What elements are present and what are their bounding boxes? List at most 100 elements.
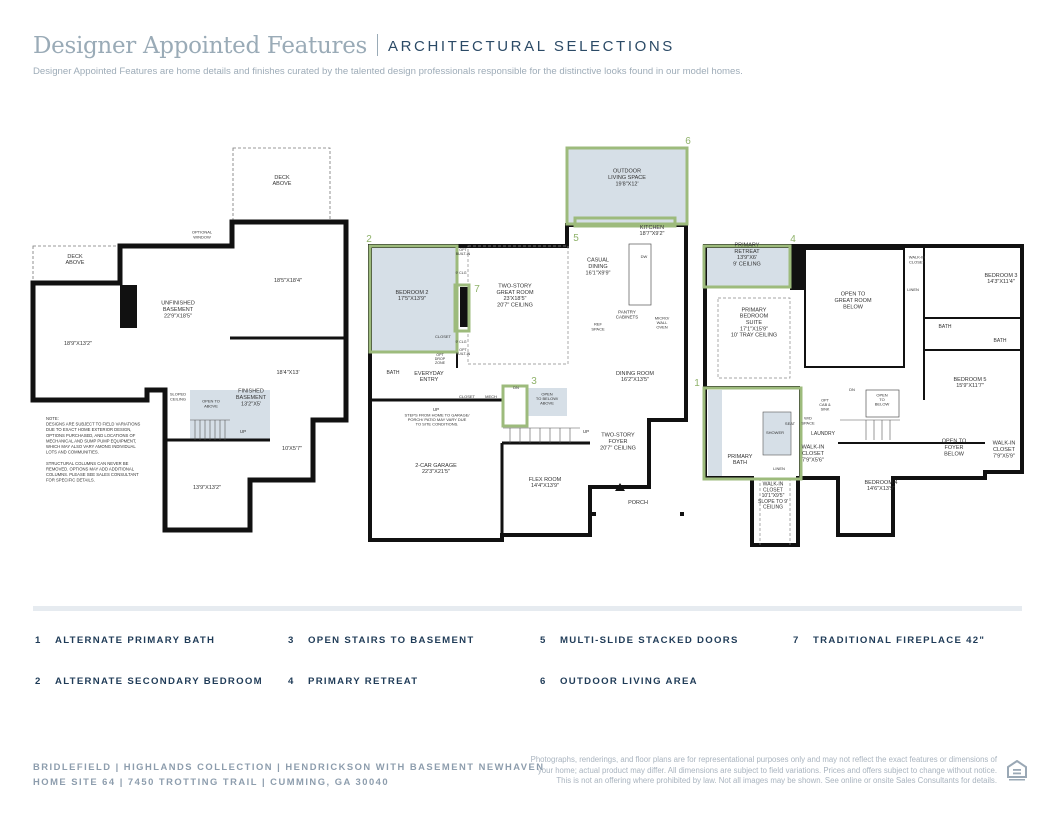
room-label-linen-2: LINEN (773, 466, 785, 471)
room-label-line: LIVING SPACE (608, 175, 646, 181)
note-line: FOR SPECIFIC DETAILS. (46, 478, 95, 483)
footer-address: BRIDLEFIELD | HIGHLANDS COLLECTION | HEN… (33, 759, 545, 789)
room-label-line: OPTIONAL (192, 230, 213, 235)
room-label-line: DINING ROOM (616, 371, 654, 377)
note-line: MECHANICAL AND SUMP PUMP EQUIPMENT, (46, 438, 136, 443)
room-label-line: GREAT ROOM (496, 290, 533, 296)
room-label-up-main-1: UP (433, 407, 439, 412)
room-label-line: CLOSET (459, 394, 476, 399)
room-label-line: SPACE (801, 420, 815, 425)
room-label-line: DW (641, 254, 648, 259)
room-label-line: BASEMENT (163, 307, 194, 313)
room-label-b-up: UP (240, 429, 246, 434)
room-label-line: OPT (821, 399, 829, 403)
room-label-line: 7'9"X5'6" (802, 457, 824, 463)
option-marker: 5 (573, 233, 579, 244)
room-label-line: 9' CLG (455, 340, 466, 344)
room-label-line: SINK (821, 407, 830, 411)
page-subtitle: ARCHITECTURAL SELECTIONS (388, 38, 675, 55)
page-title: Designer Appointed Features (33, 33, 368, 59)
note-line: STRUCTURAL COLUMNS CAN NEVER BE (46, 461, 129, 466)
room-label-line: 15'9"X11'7" (956, 383, 984, 389)
legend-number: 7 (793, 635, 800, 646)
room-label-garage-steps: STEPS FROM HOME TO GARAGE/PORCH/ PATIO M… (405, 412, 471, 426)
room-label-line: CLOSET (909, 259, 926, 264)
basement-plan (30, 147, 349, 533)
note-line: COLUMNS. PLEASE SEE SALES CONSULTANT (46, 472, 139, 477)
room-label-line: TO BELOW/ (536, 396, 559, 401)
room-label-line: 9' CEILING (733, 261, 761, 267)
room-label-line: PRIMARY (735, 243, 760, 249)
option-marker: 3 (531, 376, 537, 387)
room-label-b-room-e: 13'9"X13'2" (193, 485, 221, 491)
room-label-dw: DW (641, 254, 648, 259)
room-label-line: 9' CLG (455, 271, 466, 275)
upper-floor-plan (703, 244, 1024, 547)
room-label-line: WALK-IN (909, 255, 926, 260)
disclaimer-line: your home; actual product may differ. Al… (537, 765, 997, 775)
room-label-line: DROP (435, 357, 446, 361)
room-label-line: 14'6"X13'9" (867, 486, 895, 492)
note-line: DUE TO EXACT HOME EXTERIOR DESIGN, (46, 427, 131, 432)
room-label-line: KITCHEN (640, 225, 664, 231)
room-label-line: UP (433, 407, 439, 412)
room-label-line: 18'5"X18'4" (274, 278, 302, 284)
room-label-seat: SEAT (785, 421, 796, 426)
room-label-line: 10' TRAY CEILING (731, 333, 777, 339)
room-label-line: WINDOW (193, 234, 211, 239)
room-label-line: BEDROOM 5 (953, 377, 986, 383)
room-label-b-room-a: 18'5"X18'4" (274, 278, 302, 284)
disclaimer-line: This is not an offering where prohibited… (556, 776, 997, 785)
room-label-line: OPEN (876, 392, 887, 397)
title-divider (377, 34, 379, 56)
room-label-line: FOYER (945, 445, 964, 451)
room-label-line: 17'5"X13'9" (398, 296, 426, 302)
room-label-line: WALL (657, 320, 669, 325)
option-marker: 7 (474, 284, 480, 295)
legend-number: 4 (288, 676, 295, 687)
room-label-line: CASUAL (587, 258, 609, 264)
room-label-line: ABOVE (540, 401, 554, 406)
room-label-line: BEDROOM 3 (984, 273, 1017, 279)
legend-number: 1 (35, 635, 42, 646)
room-label-line: 16'2"X13'5" (621, 377, 649, 383)
room-label-line: CLOSET (763, 487, 783, 493)
option-marker: 6 (685, 136, 691, 147)
disclaimer-line: Photographs, renderings, and floor plans… (530, 755, 997, 764)
room-label-line: DN (849, 387, 855, 392)
room-label-line: OPEN TO (841, 292, 866, 298)
room-label-line: SUITE (746, 320, 763, 326)
note-line: OPTIONS PURCHASED, AND LOCATIONS OF (46, 433, 136, 438)
room-label-line: FINISHED (238, 389, 264, 395)
room-label-line: TWO-STORY (601, 433, 635, 439)
room-label-line: UP (583, 429, 589, 434)
room-label-line: 13'2"X5' (241, 401, 261, 407)
note-line: NOTE: (46, 416, 59, 421)
highlight-stacked-doors (573, 216, 677, 228)
room-label-line: CAB & (819, 403, 831, 407)
room-label-line: 20'7" CEILING (497, 302, 533, 308)
room-label-line: BELOW (875, 402, 890, 407)
room-label-line: DECK (67, 254, 83, 260)
room-label-line: CEILING (170, 396, 186, 401)
footer-disclaimer: Photographs, renderings, and floor plans… (531, 755, 997, 787)
room-label-line: PORCH (628, 500, 648, 506)
header: Designer Appointed Features ARCHITECTURAL… (33, 33, 675, 59)
